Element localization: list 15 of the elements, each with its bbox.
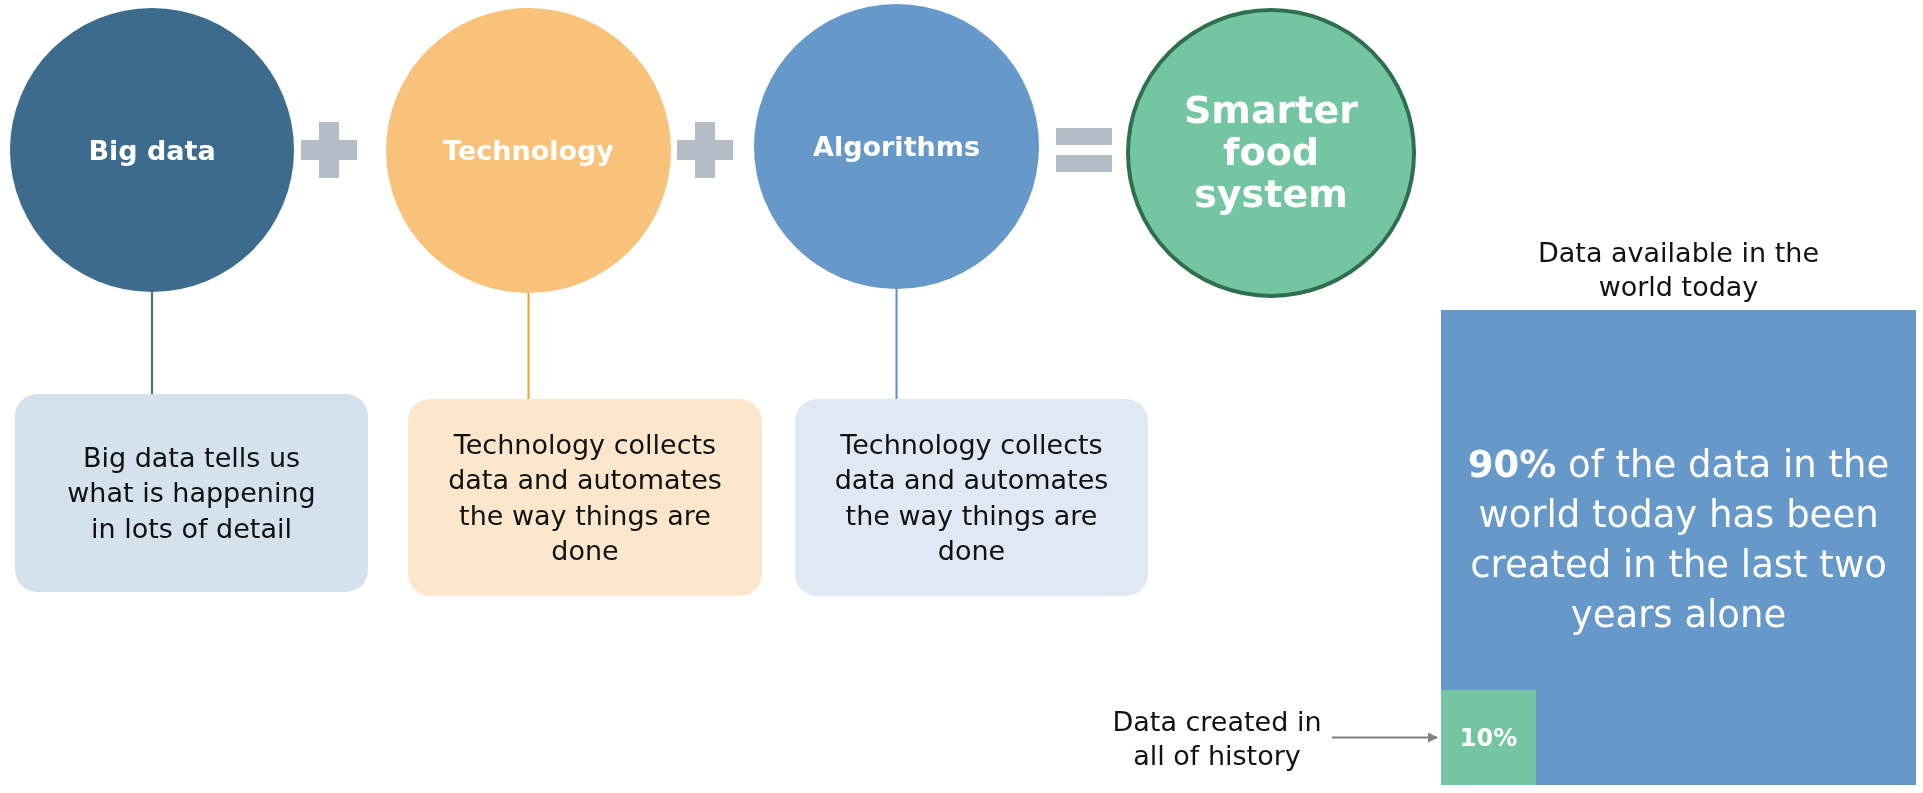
circle: Smarter food system xyxy=(1126,8,1416,298)
circle: Technology xyxy=(386,8,671,293)
connector-line xyxy=(151,291,153,395)
heading-text: Data available in the world today xyxy=(1537,236,1820,304)
arrow xyxy=(1331,732,1438,743)
connector-line xyxy=(527,292,530,400)
text-box: Technology collects data and automates the way things are done xyxy=(795,399,1148,596)
text-box: Technology collects data and automates the way things are done xyxy=(408,399,762,596)
small-square: 10% xyxy=(1441,690,1536,785)
text-box: Big data tells us what is happening in lots of detail xyxy=(15,394,368,592)
circle: Algorithms xyxy=(754,4,1039,289)
label-text: Data created in all of history xyxy=(1106,686,1328,792)
body-text: 90% of the data in the world today has been created in the last two years alone xyxy=(1466,442,1891,638)
connector-line xyxy=(895,288,898,400)
circle: Big data xyxy=(10,8,294,292)
